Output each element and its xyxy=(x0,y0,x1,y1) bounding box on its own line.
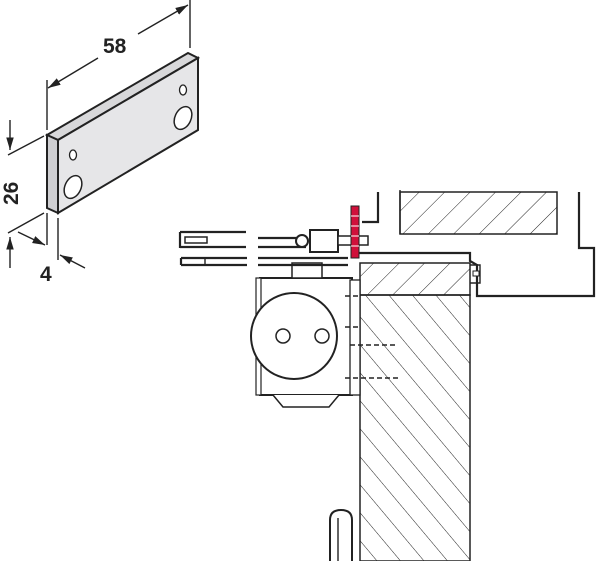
adjustment-valve xyxy=(314,328,330,344)
door-closer-body xyxy=(250,262,400,408)
door-hinge xyxy=(329,508,353,561)
wall-section xyxy=(359,294,471,561)
adjustment-valve xyxy=(275,328,291,344)
wall-lintel xyxy=(359,262,471,296)
mounting-hole-small xyxy=(68,149,78,161)
mounting-bracket-highlight xyxy=(350,205,360,259)
dimension-length-label: 58 xyxy=(103,35,127,58)
dimension-height-label: 26 xyxy=(0,182,23,205)
mounting-hole xyxy=(63,174,83,200)
mounting-hole xyxy=(173,105,193,131)
door-frame-profile xyxy=(356,192,596,298)
dimension-thickness-label: 4 xyxy=(40,263,52,286)
mounting-hole-small xyxy=(178,84,188,96)
mounting-plate xyxy=(44,51,201,215)
frame-header-section xyxy=(399,191,558,235)
closer-arm xyxy=(178,229,369,267)
dimension-lines xyxy=(6,0,191,269)
